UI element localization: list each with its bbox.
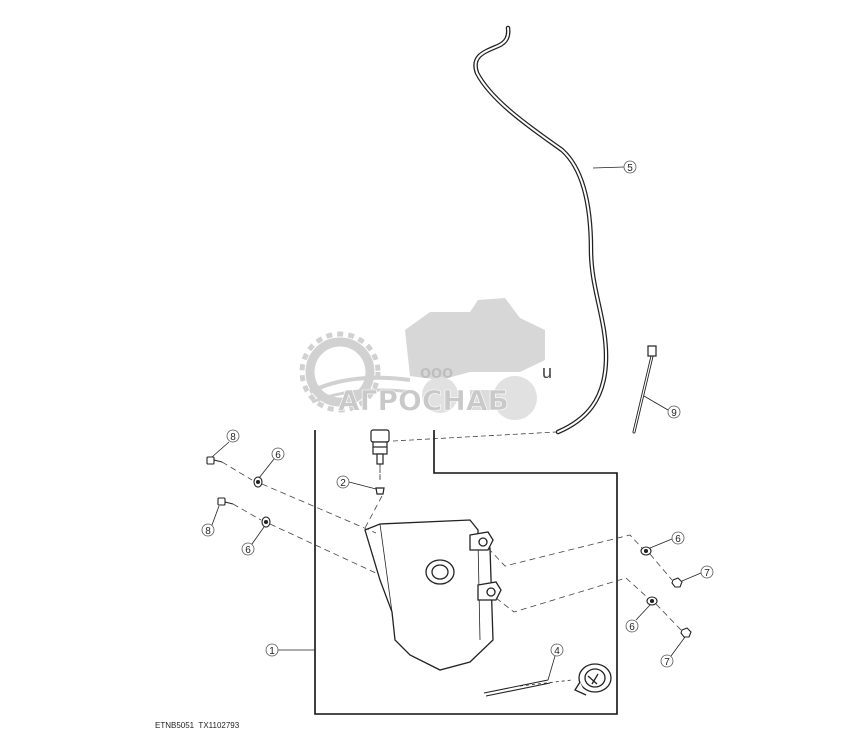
watermark-company-name: АГРОСНАБ: [338, 384, 509, 417]
callout-8-lower: 8: [201, 505, 220, 537]
callout-8-upper: 8: [211, 429, 240, 458]
svg-text:8: 8: [205, 526, 211, 537]
grommet: [375, 487, 385, 495]
washer-6c: [640, 546, 652, 556]
callout-6-right-upper: 6: [649, 531, 685, 549]
callout-2: 2: [336, 475, 377, 490]
callout-9: 9: [643, 395, 681, 419]
callout-6-upper-left: 6: [258, 447, 285, 479]
svg-text:6: 6: [629, 622, 635, 633]
svg-text:9: 9: [671, 408, 677, 419]
cable-tie: [632, 345, 657, 434]
callout-4: 4: [547, 643, 564, 681]
callout-6-lower-left: 6: [241, 526, 265, 556]
svg-text:4: 4: [554, 646, 560, 657]
assembly-dash-lines: [221, 461, 682, 631]
nut-7b: [680, 627, 692, 638]
bolt-8a: [206, 456, 223, 465]
gear-logo-icon: [299, 331, 413, 413]
washer-6b: [261, 516, 271, 528]
reservoir-bracket-outline: [314, 430, 618, 715]
watermark: ООО АГРОСНАБ: [299, 298, 545, 420]
svg-text:7: 7: [704, 568, 710, 579]
callout-1: 1: [265, 643, 315, 657]
reservoir-cap: [574, 663, 612, 696]
svg-text:8: 8: [230, 432, 236, 443]
combine-harvester-icon: [405, 298, 545, 420]
callout-6-right-lower: 6: [625, 604, 651, 633]
washer-6d: [646, 596, 658, 606]
callout-7-lower: 7: [660, 636, 686, 668]
washer-6a: [253, 476, 263, 488]
svg-text:1: 1: [269, 646, 275, 657]
callout-5: 5: [592, 160, 637, 174]
svg-text:6: 6: [275, 450, 281, 461]
svg-text:5: 5: [627, 163, 633, 174]
svg-text:6: 6: [675, 534, 681, 545]
svg-text:6: 6: [245, 545, 251, 556]
filter-strainer: [483, 679, 573, 697]
bolt-8b: [217, 497, 234, 506]
watermark-prefix: ООО: [420, 367, 453, 382]
svg-text:7: 7: [664, 657, 670, 668]
hose-dash-line: [392, 431, 557, 442]
washer-hose: [473, 25, 609, 435]
washer-pump: [370, 429, 390, 480]
washer-reservoir: [364, 519, 502, 671]
callout-7-upper: 7: [681, 565, 714, 582]
watermark-suffix: u: [542, 362, 552, 382]
figure-id: ETNB5051 TX1102793: [155, 721, 240, 730]
svg-text:2: 2: [340, 478, 346, 489]
nut-7a: [671, 577, 683, 588]
